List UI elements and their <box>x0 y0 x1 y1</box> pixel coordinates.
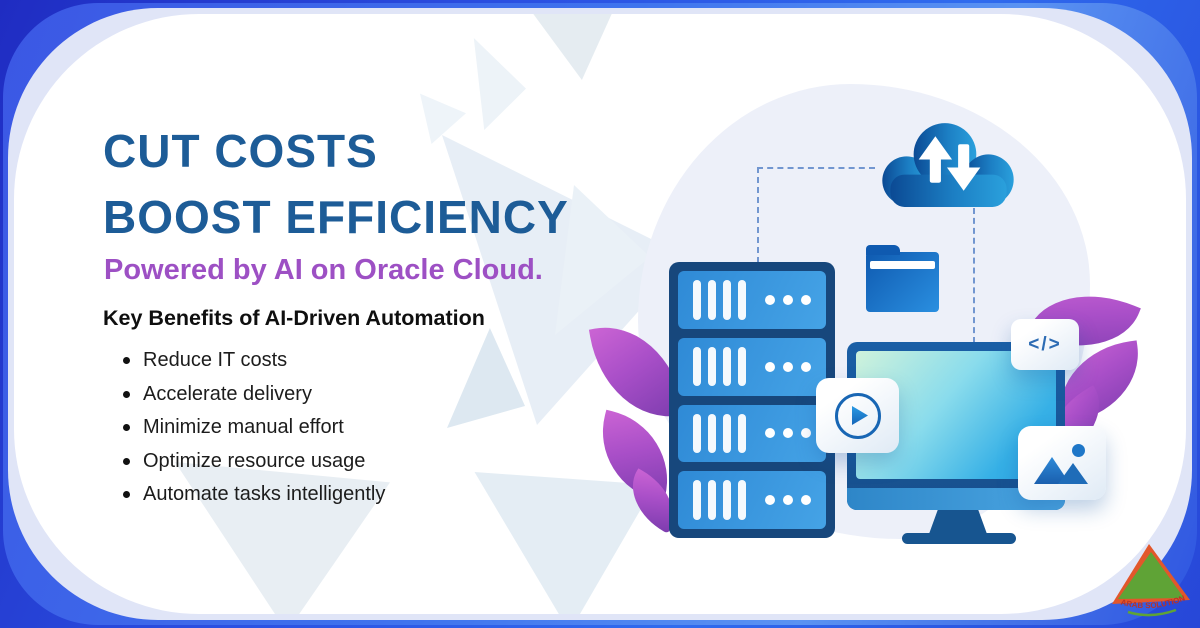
dashed-connector <box>757 167 875 169</box>
benefit-item: Optimize resource usage <box>103 445 385 479</box>
dashed-connector <box>973 208 975 343</box>
code-card: </> <box>1011 319 1079 370</box>
benefit-item: Minimize manual effort <box>103 411 385 445</box>
server-bay <box>678 337 826 396</box>
logo-triangle <box>1118 552 1184 599</box>
triangle-decoration <box>473 38 526 130</box>
server-bay <box>678 471 826 529</box>
bullet-dot <box>123 491 130 498</box>
benefit-text: Reduce IT costs <box>143 349 288 371</box>
upload-arrow-icon <box>918 136 953 183</box>
headline-line-1: CUT COSTS <box>103 125 378 177</box>
bullet-dot <box>123 390 130 398</box>
triangle-decoration <box>523 14 618 80</box>
headline: CUT COSTS BOOST EFFICIENCY <box>103 118 569 250</box>
play-card <box>816 378 899 453</box>
benefit-text: Automate tasks intelligently <box>143 483 386 505</box>
benefit-text: Minimize manual effort <box>143 416 344 438</box>
server-bay <box>678 271 826 329</box>
benefits-list: Reduce IT costs Accelerate delivery Mini… <box>103 344 385 512</box>
server-rack-icon <box>669 262 835 538</box>
bullet-dot <box>123 457 130 465</box>
benefit-text: Accelerate delivery <box>143 382 312 405</box>
image-card <box>1018 426 1106 500</box>
benefit-item: Reduce IT costs <box>103 344 385 378</box>
subtitle: Powered by AI on Oracle Cloud. <box>104 254 543 286</box>
benefit-item: Automate tasks intelligently <box>103 478 385 512</box>
dashed-connector <box>757 167 759 263</box>
monitor-stand <box>929 510 987 534</box>
image-icon <box>1034 442 1090 484</box>
company-logo: ARAB SOLUTIONS <box>1106 540 1190 617</box>
bullet-dot <box>123 357 130 364</box>
cloud-sync-icon <box>882 123 1014 207</box>
bullet-dot <box>123 424 130 431</box>
server-bay <box>678 404 826 463</box>
play-icon <box>834 392 881 439</box>
logo-swoosh <box>1127 608 1177 617</box>
benefits-heading: Key Benefits of AI-Driven Automation <box>103 306 485 330</box>
monitor-stand-base <box>902 533 1016 544</box>
triangle-decoration <box>474 472 655 614</box>
benefit-item: Accelerate delivery <box>103 378 385 412</box>
headline-line-2: BOOST EFFICIENCY <box>103 191 569 243</box>
code-icon: </> <box>1028 333 1062 355</box>
benefit-text: Optimize resource usage <box>143 449 366 472</box>
monitor-chin <box>847 488 1065 510</box>
download-arrow-icon <box>946 144 981 191</box>
folder-icon <box>866 245 939 312</box>
